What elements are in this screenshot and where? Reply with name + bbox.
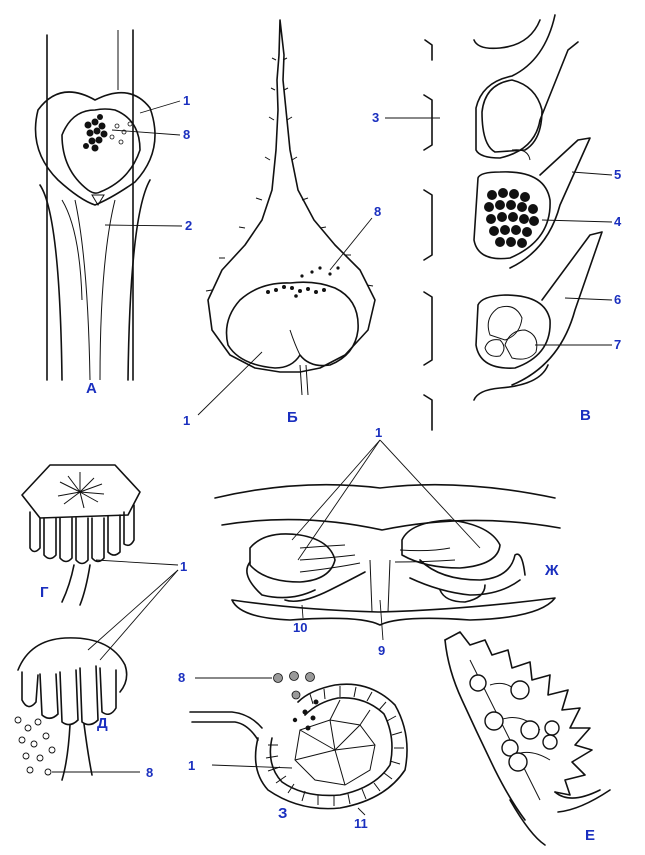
label-6: 6 bbox=[614, 292, 621, 307]
panel-a-drawing bbox=[36, 30, 183, 380]
label-2: 2 bbox=[185, 218, 192, 233]
panel-label-z: З bbox=[278, 805, 287, 822]
label-11: 11 bbox=[354, 816, 368, 831]
label-1: 1 bbox=[183, 93, 190, 108]
label-5: 5 bbox=[614, 167, 621, 182]
label-8: 8 bbox=[146, 765, 153, 780]
panel-label-g: Г bbox=[40, 584, 49, 601]
panel-label-b: Б bbox=[287, 409, 298, 426]
panel-label-zh: Ж bbox=[544, 562, 559, 579]
label-7: 7 bbox=[614, 337, 621, 352]
label-9: 9 bbox=[378, 643, 385, 658]
panel-label-e: Е bbox=[585, 827, 595, 844]
panel-d-drawing bbox=[15, 570, 178, 780]
label-8: 8 bbox=[374, 204, 381, 219]
label-10: 10 bbox=[293, 620, 307, 635]
panel-zh-drawing bbox=[215, 440, 560, 640]
panel-z-drawing bbox=[190, 672, 407, 816]
label-8: 8 bbox=[178, 670, 185, 685]
panel-b-drawing bbox=[198, 20, 375, 415]
label-8: 8 bbox=[183, 127, 190, 142]
spore-mass bbox=[484, 188, 539, 248]
label-1: 1 bbox=[183, 413, 190, 428]
label-4: 4 bbox=[614, 214, 622, 229]
panel-label-v: В bbox=[580, 407, 591, 424]
panel-label-d: Д bbox=[97, 715, 108, 732]
panel-e-drawing bbox=[445, 632, 610, 845]
panel-label-a: А bbox=[86, 380, 97, 397]
label-1: 1 bbox=[188, 758, 195, 773]
panel-v-drawing bbox=[385, 15, 612, 430]
label-1: 1 bbox=[375, 425, 382, 440]
label-3: 3 bbox=[372, 110, 379, 125]
label-1: 1 bbox=[180, 559, 187, 574]
